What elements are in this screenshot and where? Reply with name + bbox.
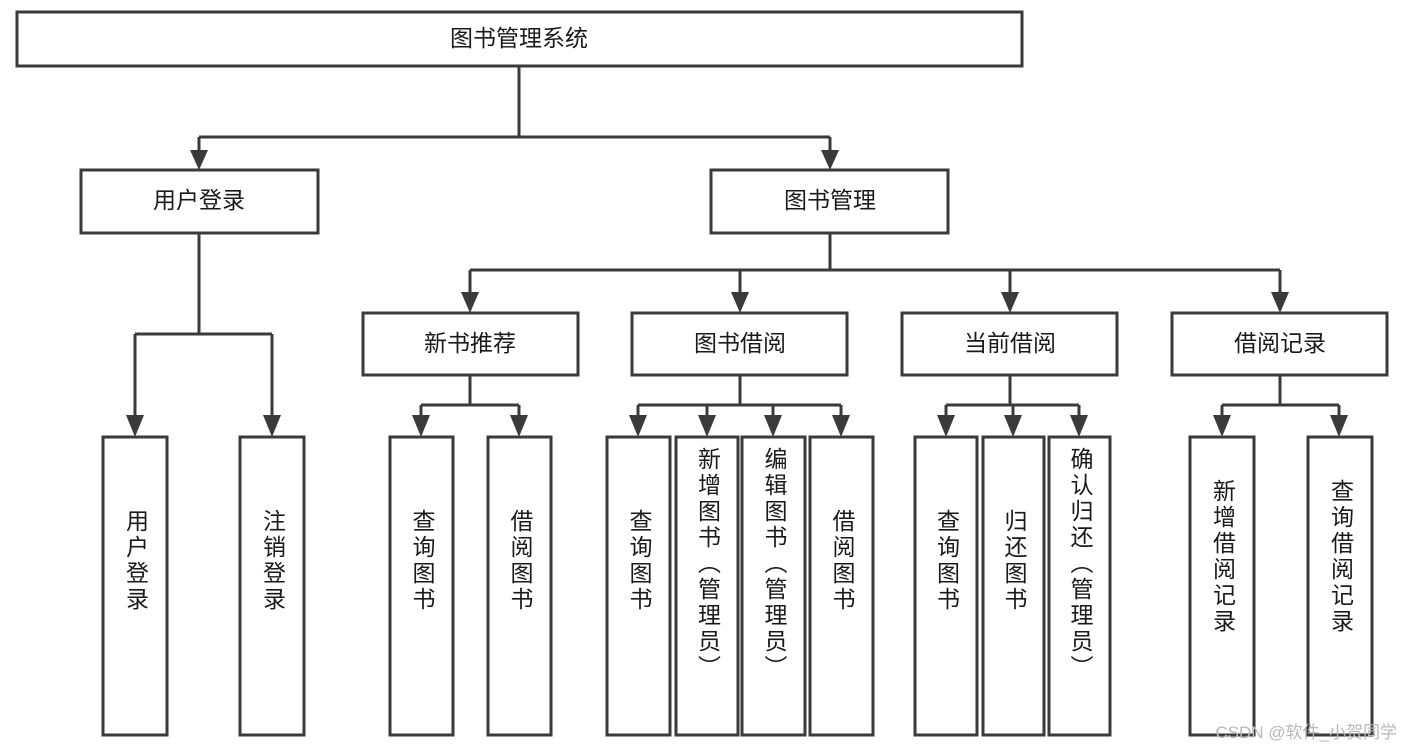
node-new-book-recommend-label: 新书推荐 xyxy=(424,330,516,356)
node-book-borrow-label: 图书借阅 xyxy=(694,330,786,356)
arrow-to-current-borrow xyxy=(1001,292,1019,313)
node-system-title[interactable] xyxy=(15,10,1024,68)
arrow-to-leaf-current-3 xyxy=(1070,415,1088,437)
node-user-login-label: 用户登录 xyxy=(153,187,245,213)
node-leaf-borrow-4[interactable] xyxy=(808,435,875,737)
arrow-to-leaf-user-login-1 xyxy=(126,415,144,437)
arrow-to-new-book-recommend xyxy=(461,292,479,313)
arrow-to-leaf-recommend-2 xyxy=(510,415,528,437)
arrow-to-leaf-borrow-4 xyxy=(832,415,850,437)
node-book-borrow[interactable] xyxy=(630,311,849,377)
node-system-title-label: 图书管理系统 xyxy=(450,25,588,51)
connector-layer xyxy=(126,66,1348,437)
node-leaf-user-login-1[interactable] xyxy=(101,435,169,737)
node-book-manage-label: 图书管理 xyxy=(784,187,876,213)
node-leaf-borrow-1[interactable] xyxy=(605,435,672,737)
arrow-to-leaf-current-2 xyxy=(1004,415,1022,437)
node-leaf-current-1[interactable] xyxy=(913,435,979,737)
node-leaf-borrow-3[interactable] xyxy=(740,435,807,737)
node-leaf-record-2[interactable] xyxy=(1306,435,1374,737)
node-new-book-recommend[interactable] xyxy=(361,311,580,377)
node-leaf-borrow-2[interactable] xyxy=(674,435,740,737)
arrow-to-leaf-record-2 xyxy=(1330,415,1348,437)
arrow-to-book-manage xyxy=(821,150,839,170)
node-borrow-record-label: 借阅记录 xyxy=(1234,330,1326,356)
node-book-manage[interactable] xyxy=(709,168,950,235)
node-leaf-current-2[interactable] xyxy=(981,435,1046,737)
arrow-to-leaf-user-login-2 xyxy=(263,415,281,437)
node-leaf-recommend-2[interactable] xyxy=(486,435,553,737)
arrow-to-leaf-record-1 xyxy=(1213,415,1231,437)
arrow-to-book-borrow xyxy=(731,292,749,313)
arrow-to-leaf-current-1 xyxy=(937,415,955,437)
arrow-to-leaf-borrow-1 xyxy=(629,415,647,437)
node-layer: 图书管理系统 用户登录 图书管理 新书推荐 图书借阅 当前借阅 借阅记录 xyxy=(15,10,1389,737)
arrow-to-leaf-borrow-3 xyxy=(764,415,782,437)
node-leaf-record-1[interactable] xyxy=(1188,435,1256,737)
arrow-to-leaf-recommend-1 xyxy=(412,415,430,437)
node-current-borrow-label: 当前借阅 xyxy=(964,330,1056,356)
arrow-to-borrow-record xyxy=(1271,292,1289,313)
arrow-to-user-login xyxy=(190,150,208,170)
node-leaf-user-login-2[interactable] xyxy=(238,435,306,737)
arrow-to-leaf-borrow-2 xyxy=(698,415,716,437)
node-leaf-recommend-1[interactable] xyxy=(388,435,455,737)
node-borrow-record[interactable] xyxy=(1170,311,1389,377)
node-current-borrow[interactable] xyxy=(900,311,1119,377)
node-leaf-current-3[interactable] xyxy=(1047,435,1112,737)
node-user-login[interactable] xyxy=(79,168,320,235)
